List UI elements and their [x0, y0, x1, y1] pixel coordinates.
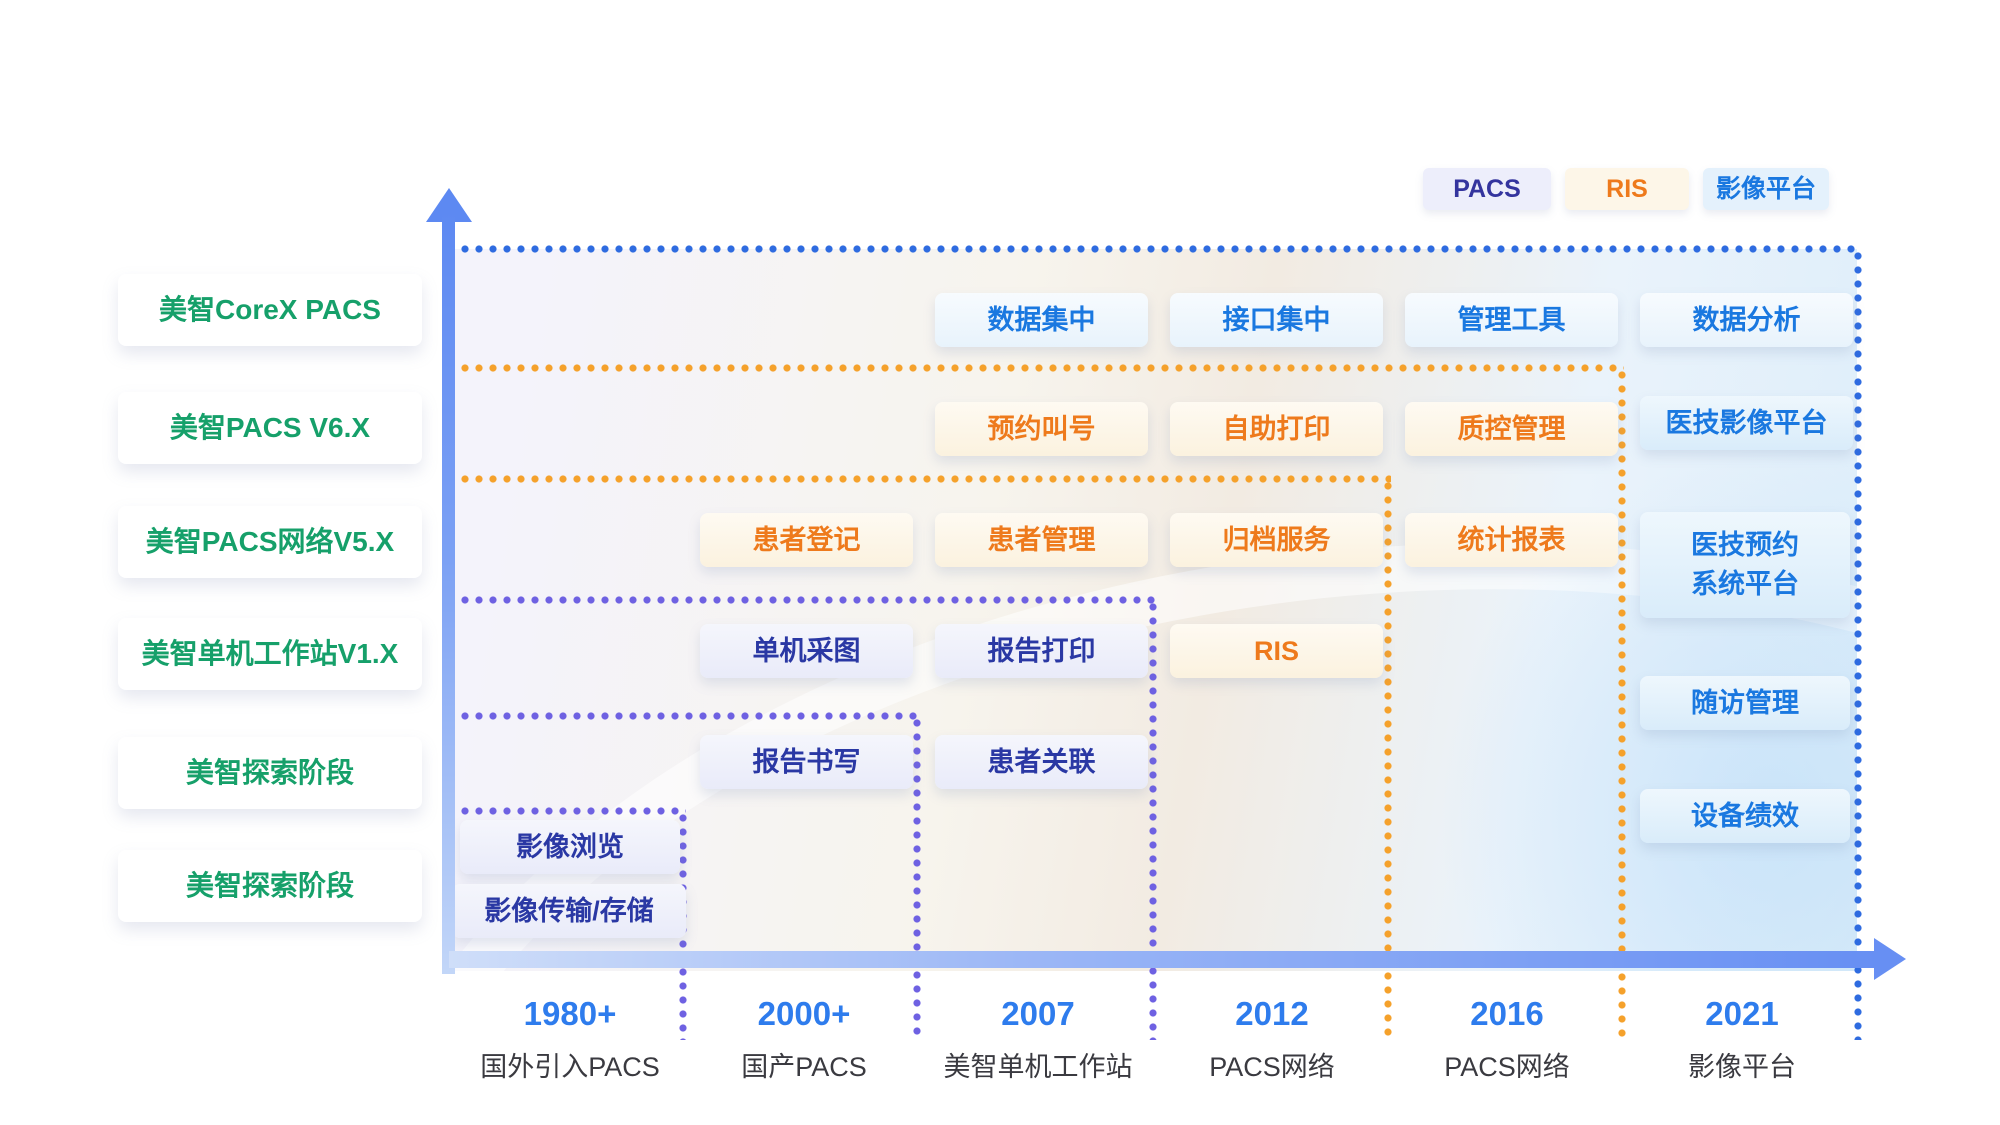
timeline-year: 2007: [1001, 995, 1075, 1032]
feature-report-writing: 报告书写: [700, 735, 913, 789]
feature-tech-imaging-platform: 医技影像平台: [1640, 396, 1853, 450]
y-axis: [442, 212, 455, 974]
era-frame-blue-top: [458, 245, 1860, 253]
timeline-item-2007: 2007 美智单机工作站: [920, 995, 1156, 1084]
feature-device-performance: 设备绩效: [1640, 789, 1850, 843]
feature-ris: RIS: [1170, 624, 1383, 678]
feature-standalone-capture: 单机采图: [700, 624, 913, 678]
timeline-label: PACS网络: [1444, 1052, 1570, 1082]
product-label-pacs-net-v5: 美智PACS网络V5.X: [118, 506, 422, 578]
feature-image-browse: 影像浏览: [460, 820, 680, 874]
feature-patient-mgmt: 患者管理: [935, 513, 1148, 567]
era-frame-orange2-right: [1384, 479, 1392, 1040]
tech-booking-line2: 系统平台: [1691, 569, 1799, 600]
feature-stats-report: 统计报表: [1405, 513, 1618, 567]
feature-image-transfer-storage: 影像传输/存储: [452, 884, 686, 938]
feature-patient-link: 患者关联: [935, 735, 1148, 789]
product-label-workstation-v1: 美智单机工作站V1.X: [118, 618, 422, 690]
era-frame-purple2-top: [458, 712, 920, 720]
era-frame-purple1-top: [458, 596, 1156, 604]
x-axis-arrow-icon: [1874, 938, 1906, 980]
feature-data-center: 数据集中: [935, 293, 1148, 347]
timeline-label: 国产PACS: [741, 1052, 867, 1082]
feature-interface-center: 接口集中: [1170, 293, 1383, 347]
x-axis: [449, 951, 1877, 968]
timeline-item-2021: 2021 影像平台: [1624, 995, 1860, 1084]
legend-pacs: PACS: [1423, 168, 1551, 210]
timeline-label: PACS网络: [1209, 1052, 1335, 1082]
timeline-item-2012: 2012 PACS网络: [1154, 995, 1390, 1084]
legend-ris: RIS: [1565, 168, 1689, 210]
timeline-year: 1980+: [523, 995, 617, 1032]
feature-self-print: 自助打印: [1170, 402, 1383, 456]
product-label-pacs-v6: 美智PACS V6.X: [118, 392, 422, 464]
legend-imaging-platform: 影像平台: [1703, 168, 1829, 210]
era-frame-blue-right: [1854, 249, 1862, 1040]
era-frame-purple3-top: [458, 807, 686, 815]
era-frame-orange1-top: [458, 364, 1624, 372]
feature-patient-registration: 患者登记: [700, 513, 913, 567]
timeline-label: 国外引入PACS: [480, 1052, 660, 1082]
era-frame-purple2-right: [913, 716, 921, 1040]
era-frame-purple1-right: [1149, 600, 1157, 1040]
timeline-item-2016: 2016 PACS网络: [1389, 995, 1625, 1084]
feature-archive-service: 归档服务: [1170, 513, 1383, 567]
timeline-label: 影像平台: [1688, 1052, 1796, 1082]
timeline-label: 美智单机工作站: [943, 1052, 1133, 1082]
tech-booking-line1: 医技预约: [1691, 530, 1799, 560]
feature-appointment-call: 预约叫号: [935, 402, 1148, 456]
product-label-explore-stage-1: 美智探索阶段: [118, 737, 422, 809]
product-label-explore-stage-2: 美智探索阶段: [118, 850, 422, 922]
timeline-item-1980: 1980+ 国外引入PACS: [452, 995, 688, 1084]
timeline-year: 2012: [1235, 995, 1309, 1032]
feature-data-analysis: 数据分析: [1640, 293, 1853, 347]
timeline-year: 2016: [1470, 995, 1544, 1032]
timeline-year: 2000+: [757, 995, 851, 1032]
feature-report-print: 报告打印: [935, 624, 1148, 678]
product-label-corex-pacs: 美智CoreX PACS: [118, 274, 422, 346]
era-frame-orange1-right: [1618, 368, 1626, 1040]
timeline-item-2000: 2000+ 国产PACS: [686, 995, 922, 1084]
era-frame-orange2-top: [458, 475, 1391, 483]
feature-qc-mgmt: 质控管理: [1405, 402, 1618, 456]
timeline-year: 2021: [1705, 995, 1779, 1032]
feature-mgmt-tools: 管理工具: [1405, 293, 1618, 347]
feature-followup-mgmt: 随访管理: [1640, 676, 1850, 730]
feature-tech-booking-platform: 医技预约 系统平台: [1640, 512, 1850, 618]
